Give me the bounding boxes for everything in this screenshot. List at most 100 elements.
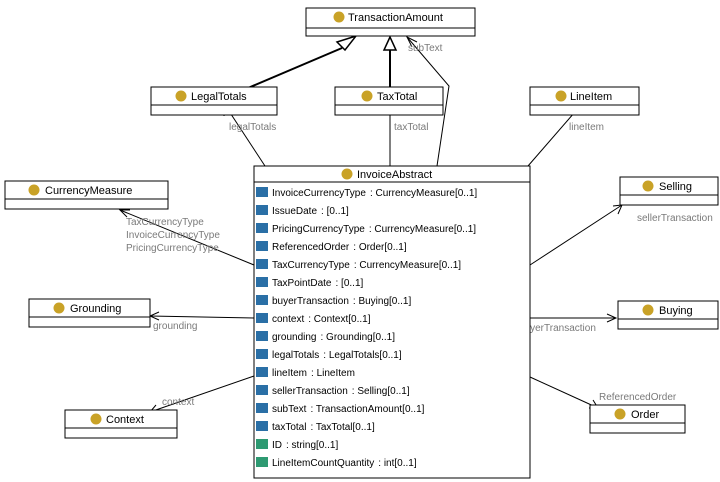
class-name: Order — [631, 409, 659, 421]
attribute-row[interactable]: context : Context[0..1] — [256, 313, 371, 325]
attribute-type: : Context[0..1] — [308, 314, 370, 325]
class-selling[interactable]: Selling — [619, 176, 719, 206]
attribute-label: TaxPointDate: [0..1] — [272, 278, 363, 289]
class-order[interactable]: Order — [589, 404, 686, 434]
attribute-name: ID — [272, 440, 282, 451]
attribute-type: : CurrencyMeasure[0..1] — [370, 188, 477, 199]
object-attribute-icon — [256, 385, 268, 395]
attribute-name: context — [272, 314, 304, 325]
class-legaltotals[interactable]: LegalTotals — [150, 86, 278, 116]
edge-label-grounding: grounding — [153, 321, 197, 332]
attribute-name: PricingCurrencyType — [272, 224, 365, 235]
attribute-name: subText — [272, 404, 307, 415]
attribute-label: context : Context[0..1] — [272, 314, 371, 325]
attribute-row[interactable]: TaxCurrencyType: CurrencyMeasure[0..1] — [256, 259, 461, 271]
attribute-label: grounding: Grounding[0..1] — [272, 332, 395, 343]
class-name: LegalTotals — [191, 91, 247, 103]
attribute-type: : string[0..1] — [286, 440, 338, 451]
attribute-row[interactable]: sellerTransaction : Selling[0..1] — [256, 385, 410, 397]
attribute-name: buyerTransaction — [272, 296, 349, 307]
generalization-arrowhead-icon — [335, 34, 359, 52]
attribute-row[interactable]: LineItemCountQuantity : int[0..1] — [256, 457, 417, 469]
object-attribute-icon — [256, 421, 268, 431]
object-attribute-icon — [256, 277, 268, 287]
object-attribute-icon — [256, 241, 268, 251]
edge-label-legaltotals: legalTotals — [229, 122, 276, 133]
edge-label-taxcurrencytype: TaxCurrencyType — [126, 217, 204, 228]
class-grounding[interactable]: Grounding — [28, 298, 151, 328]
attribute-row[interactable]: ID : string[0..1] — [256, 439, 338, 451]
object-attribute-icon — [256, 259, 268, 269]
attribute-name: taxTotal — [272, 422, 306, 433]
grounding-edge — [149, 315, 255, 319]
attribute-type: : Selling[0..1] — [352, 386, 410, 397]
subtext-edge — [406, 36, 450, 167]
edge-label-subtext: subText — [408, 43, 443, 54]
class-context[interactable]: Context — [64, 409, 178, 439]
context-edge — [149, 375, 255, 413]
attribute-type: : Order[0..1] — [353, 242, 407, 253]
class-icon — [642, 304, 654, 316]
edge-label-invoicecurrencytype: InvoiceCurrencyType — [126, 230, 220, 241]
attribute-name: lineItem — [272, 368, 307, 379]
class-taxtotal[interactable]: TaxTotal — [334, 86, 444, 116]
attribute-row[interactable]: IssueDate: [0..1] — [256, 205, 349, 217]
attribute-name: LineItemCountQuantity — [272, 458, 374, 469]
attribute-label: sellerTransaction : Selling[0..1] — [272, 386, 410, 397]
attribute-type: : TaxTotal[0..1] — [310, 422, 375, 433]
attribute-row[interactable]: subText: TransactionAmount[0..1] — [256, 403, 425, 415]
attribute-type: : LineItem — [311, 368, 355, 379]
open-arrowhead-icon — [118, 209, 130, 218]
attribute-row[interactable]: ReferencedOrder: Order[0..1] — [256, 241, 407, 253]
class-currencymeasure[interactable]: CurrencyMeasure — [4, 180, 169, 210]
class-icon — [333, 11, 345, 23]
object-attribute-icon — [256, 187, 268, 197]
edge-label-sellertransaction: sellerTransaction — [637, 213, 713, 224]
attribute-row[interactable]: TaxPointDate: [0..1] — [256, 277, 363, 289]
class-transactionamount[interactable]: TransactionAmount — [305, 7, 476, 37]
attribute-list: InvoiceCurrencyType : CurrencyMeasure[0..… — [256, 187, 477, 469]
class-buying[interactable]: Buying — [617, 300, 719, 330]
edge-label-lineitem: lineItem — [569, 122, 604, 133]
class-name: Grounding — [70, 303, 121, 315]
edge-label-taxtotal: taxTotal — [394, 122, 428, 133]
attribute-row[interactable]: grounding: Grounding[0..1] — [256, 331, 395, 343]
edge-labels: subText legalTotals taxTotal lineItem Ta… — [126, 43, 713, 408]
attribute-row[interactable]: legalTotals: LegalTotals[0..1] — [256, 349, 402, 361]
object-attribute-icon — [256, 349, 268, 359]
attribute-type: : int[0..1] — [378, 458, 417, 469]
class-name: Buying — [659, 305, 693, 317]
attribute-name: InvoiceCurrencyType — [272, 188, 366, 199]
generalization-legaltotals-edge — [247, 47, 343, 89]
attribute-row[interactable]: buyerTransaction: Buying[0..1] — [256, 295, 411, 307]
attribute-label: LineItemCountQuantity : int[0..1] — [272, 458, 417, 469]
class-icon — [28, 184, 40, 196]
class-icon — [642, 180, 654, 192]
attribute-row[interactable]: taxTotal : TaxTotal[0..1] — [256, 421, 375, 433]
attribute-label: TaxCurrencyType: CurrencyMeasure[0..1] — [272, 260, 461, 271]
attribute-row[interactable]: PricingCurrencyType: CurrencyMeasure[0..… — [256, 223, 476, 235]
attribute-row[interactable]: InvoiceCurrencyType : CurrencyMeasure[0..… — [256, 187, 477, 199]
primitive-attribute-icon — [256, 439, 268, 449]
referencedorder-edge — [529, 376, 599, 409]
attribute-name: TaxPointDate — [272, 278, 332, 289]
attribute-name: sellerTransaction — [272, 386, 348, 397]
currency-type-edge — [119, 209, 255, 266]
attribute-label: buyerTransaction: Buying[0..1] — [272, 296, 411, 307]
attribute-type: : Grounding[0..1] — [320, 332, 395, 343]
attribute-type: : [0..1] — [335, 278, 363, 289]
open-arrowhead-icon — [606, 313, 618, 323]
class-lineitem[interactable]: LineItem — [529, 86, 640, 116]
class-invoiceabstract[interactable]: InvoiceAbstract InvoiceCurrencyType: Cur… — [253, 165, 531, 479]
attribute-type: : TransactionAmount[0..1] — [310, 404, 424, 415]
class-name: TransactionAmount — [348, 12, 443, 24]
object-attribute-icon — [256, 295, 268, 305]
class-icon — [53, 302, 65, 314]
object-attribute-icon — [256, 223, 268, 233]
class-icon — [175, 90, 187, 102]
class-icon — [555, 90, 567, 102]
generalization-arrowhead-icon — [382, 35, 398, 51]
attribute-label: InvoiceCurrencyType : CurrencyMeasure[0..… — [272, 188, 477, 199]
object-attribute-icon — [256, 205, 268, 215]
attribute-row[interactable]: lineItem : LineItem — [256, 367, 355, 379]
